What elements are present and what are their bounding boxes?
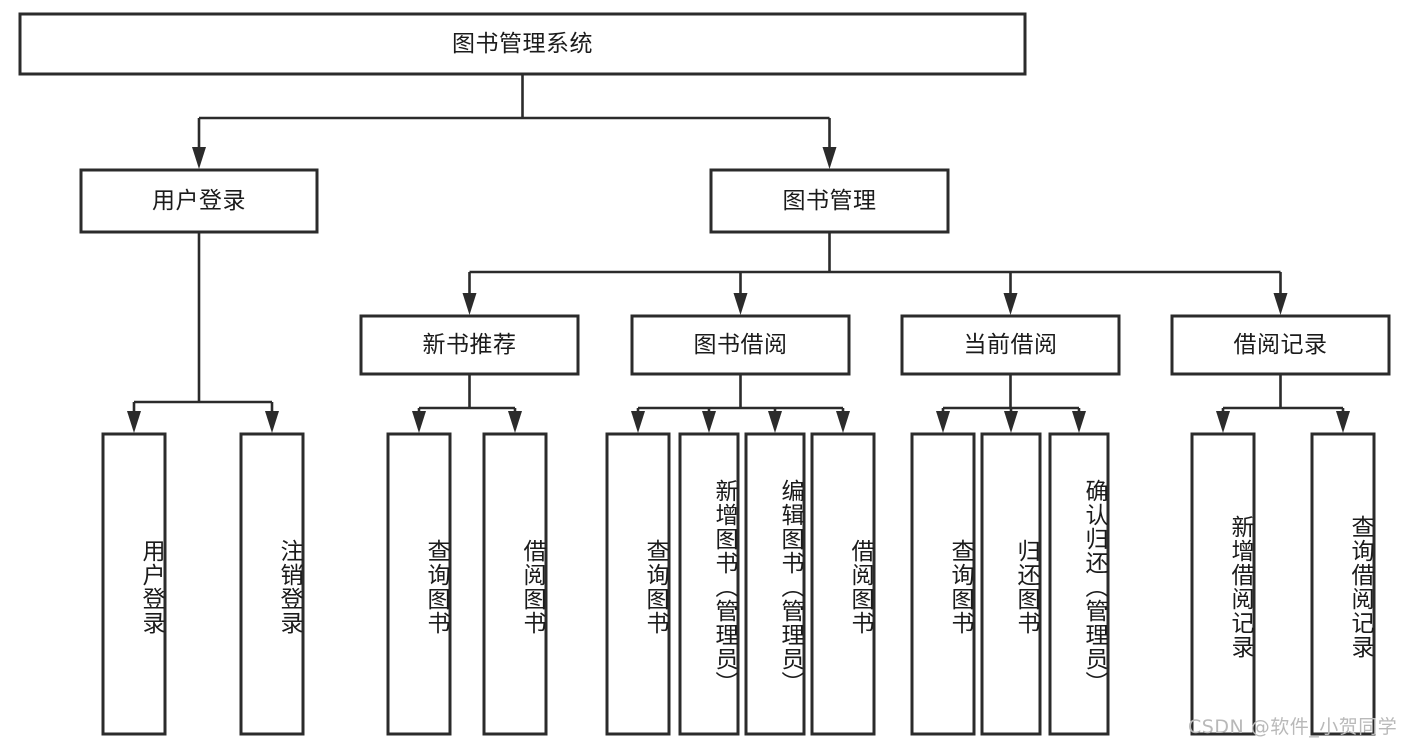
arrow-head-new-book-recommend-0 [412, 411, 426, 433]
arrow-head-book-manage-1 [733, 293, 748, 315]
arrow-head-book-borrow-2 [768, 411, 782, 433]
arrow-head-current-borrow-1 [1004, 411, 1018, 433]
arrow-head-borrow-record-1 [1336, 411, 1350, 433]
node-box-book-borrow[interactable] [630, 314, 851, 376]
node-box-leaf-query-book-3[interactable] [910, 432, 976, 736]
node-box-leaf-confirm-return[interactable] [1048, 432, 1110, 736]
arrow-head-user-login-1 [265, 411, 279, 433]
node-box-leaf-logout[interactable] [239, 432, 305, 736]
arrow-head-root-0 [192, 147, 206, 169]
arrow-head-user-login-0 [127, 411, 141, 433]
arrow-head-book-borrow-1 [702, 411, 716, 433]
node-box-leaf-borrow-book-2[interactable] [810, 432, 876, 736]
node-box-current-borrow[interactable] [900, 314, 1121, 376]
arrow-head-book-borrow-0 [631, 411, 645, 433]
arrow-head-root-1 [822, 147, 837, 169]
node-box-root[interactable] [18, 12, 1027, 76]
boxes-layer [18, 12, 1391, 736]
arrow-head-current-borrow-2 [1072, 411, 1086, 433]
arrow-head-book-manage-3 [1273, 293, 1288, 315]
node-box-leaf-return-book[interactable] [980, 432, 1042, 736]
node-box-leaf-edit-book[interactable] [744, 432, 806, 736]
arrow-head-new-book-recommend-1 [508, 411, 522, 433]
node-box-book-manage[interactable] [709, 168, 950, 234]
node-box-leaf-query-record[interactable] [1310, 432, 1376, 736]
node-box-borrow-record[interactable] [1170, 314, 1391, 376]
arrow-head-book-manage-0 [462, 293, 477, 315]
node-box-user-login[interactable] [79, 168, 319, 234]
node-box-leaf-add-book[interactable] [678, 432, 740, 736]
arrow-head-book-borrow-3 [836, 411, 850, 433]
node-box-leaf-user-login[interactable] [101, 432, 167, 736]
connectors-layer [127, 74, 1350, 433]
arrow-head-borrow-record-0 [1216, 411, 1230, 433]
arrow-head-book-manage-2 [1003, 293, 1018, 315]
node-box-new-book-recommend[interactable] [359, 314, 580, 376]
node-box-leaf-add-record[interactable] [1190, 432, 1256, 736]
arrow-head-current-borrow-0 [936, 411, 950, 433]
node-box-leaf-borrow-book-1[interactable] [482, 432, 548, 736]
node-box-leaf-query-book-2[interactable] [605, 432, 671, 736]
node-box-leaf-query-book-1[interactable] [386, 432, 452, 736]
